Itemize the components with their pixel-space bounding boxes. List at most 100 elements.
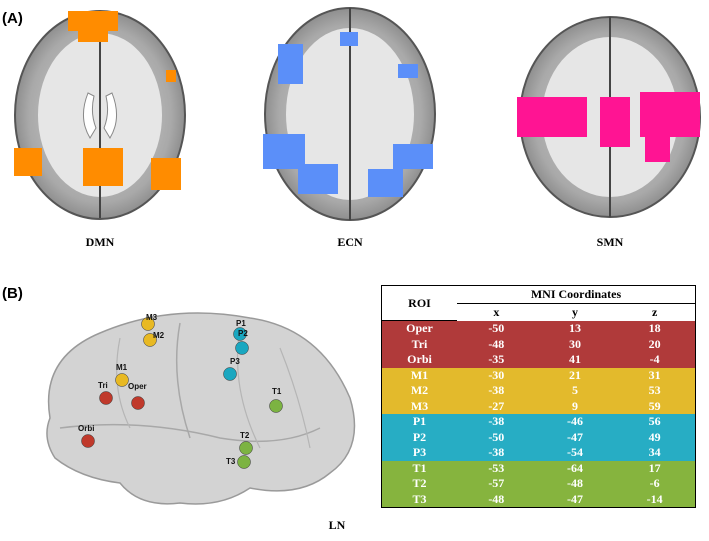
- table-row: M2 -38 5 53: [381, 383, 697, 399]
- table-row: Oper -50 13 18: [381, 320, 697, 337]
- roi-marker-label: Tri: [98, 381, 108, 390]
- central-sulcus: [175, 322, 191, 439]
- cell-x: -48: [488, 336, 505, 351]
- cell-z: -4: [614, 352, 697, 368]
- smn-label: SMN: [596, 235, 624, 249]
- cell-roi: T1: [381, 460, 457, 476]
- col-x-header: x: [457, 303, 536, 321]
- dmn-activation: [14, 11, 181, 190]
- cell-z: -14: [614, 491, 697, 508]
- roi-marker-label: M1: [116, 363, 128, 372]
- roi-marker-t1: [269, 399, 283, 413]
- cell-roi: T3: [381, 491, 457, 508]
- table-row: T2 -57 -48 -6: [381, 476, 697, 492]
- cell-x: -57: [488, 476, 505, 490]
- cell-x: -38: [488, 383, 505, 397]
- roi-header: ROI: [381, 285, 457, 321]
- cell-roi: T2: [381, 476, 457, 492]
- brain-surface: [46, 312, 356, 505]
- table-row: Tri -48 30 20: [381, 336, 697, 352]
- roi-marker-label: P3: [230, 357, 240, 366]
- cell-y: -47: [535, 491, 615, 508]
- table-row: M3 -27 9 59: [381, 398, 697, 414]
- cell-y: 21: [568, 367, 581, 382]
- ecn-brain-slice: [263, 7, 436, 221]
- smn-activation: [517, 92, 700, 162]
- cell-x: -38: [488, 445, 505, 459]
- roi-marker-m2: [143, 333, 157, 347]
- cell-y: -48: [566, 476, 583, 490]
- cell-x: -35: [488, 352, 505, 366]
- table-row: T3-48-47-14: [381, 491, 697, 508]
- cell-roi: M2: [381, 383, 457, 399]
- ecn-label: ECN: [337, 235, 363, 249]
- table-row: T1 -53 -64 17: [381, 460, 697, 476]
- cell-roi: Tri: [381, 336, 457, 352]
- table-row: Orbi -35 41 -4: [381, 352, 697, 368]
- cell-roi: P1: [381, 414, 457, 430]
- roi-marker-label: T3: [226, 457, 236, 466]
- roi-marker-m1: [115, 373, 129, 387]
- roi-marker-oper: [131, 396, 145, 410]
- roi-marker-orbi: [81, 434, 95, 448]
- cell-x: -30: [488, 367, 505, 382]
- cell-x: -38: [488, 414, 505, 428]
- cell-x: -27: [488, 398, 505, 413]
- panel-a-label: (A): [2, 10, 23, 27]
- ln-label: LN: [328, 518, 346, 532]
- cell-y: 30: [568, 336, 581, 351]
- cell-z: 20: [614, 336, 697, 352]
- lateral-sulcus: [59, 423, 321, 443]
- cell-z: 34: [614, 445, 697, 461]
- cell-y: 41: [568, 352, 581, 366]
- col-y-header: y: [535, 303, 615, 321]
- cell-y: 13: [568, 320, 581, 335]
- roi-marker-label: P2: [238, 329, 248, 338]
- cell-roi: Orbi: [381, 352, 457, 368]
- cell-x: -50: [488, 320, 505, 335]
- table-row: P1 -38 -46 56: [381, 414, 697, 430]
- roi-marker-label: Orbi: [78, 424, 94, 433]
- roi-marker-p3: [223, 367, 237, 381]
- cell-roi: P2: [381, 429, 457, 445]
- ventricles: [83, 92, 117, 139]
- cell-y: -47: [566, 429, 583, 444]
- cell-y: -64: [566, 460, 583, 475]
- cell-z: 59: [614, 398, 697, 414]
- roi-marker-label: T2: [240, 431, 250, 440]
- cell-z: 53: [614, 383, 697, 399]
- cell-roi: Oper: [381, 320, 457, 337]
- roi-marker-t2: [239, 441, 253, 455]
- roi-marker-label: M3: [146, 313, 158, 322]
- roi-marker-label: M2: [153, 331, 165, 340]
- cell-y: -46: [566, 414, 583, 428]
- cell-roi: M3: [381, 398, 457, 414]
- ecn-activation: [263, 32, 433, 197]
- cell-z: 17: [614, 460, 697, 476]
- cell-z: 49: [614, 429, 697, 445]
- dmn-label: DMN: [85, 235, 115, 249]
- cell-z: 56: [614, 414, 697, 430]
- mni-group-header: MNI Coordinates: [457, 284, 696, 305]
- col-z-header: z: [614, 303, 697, 321]
- cell-y: 9: [571, 398, 578, 413]
- cell-z: -6: [614, 476, 697, 492]
- roi-marker-p1: [233, 327, 247, 341]
- roi-marker-label: P1: [236, 319, 246, 328]
- cell-x: -53: [488, 460, 505, 475]
- cell-roi: M1: [381, 367, 457, 383]
- cell-y: 5: [571, 383, 578, 397]
- cell-x: -48: [457, 491, 536, 508]
- sulci: [116, 327, 311, 449]
- cell-z: 18: [614, 320, 697, 337]
- dmn-brain-slice: [14, 10, 186, 220]
- smn-brain-slice: [517, 16, 701, 218]
- panel-b-label: (B): [2, 285, 23, 302]
- roi-marker-label: Oper: [128, 382, 147, 391]
